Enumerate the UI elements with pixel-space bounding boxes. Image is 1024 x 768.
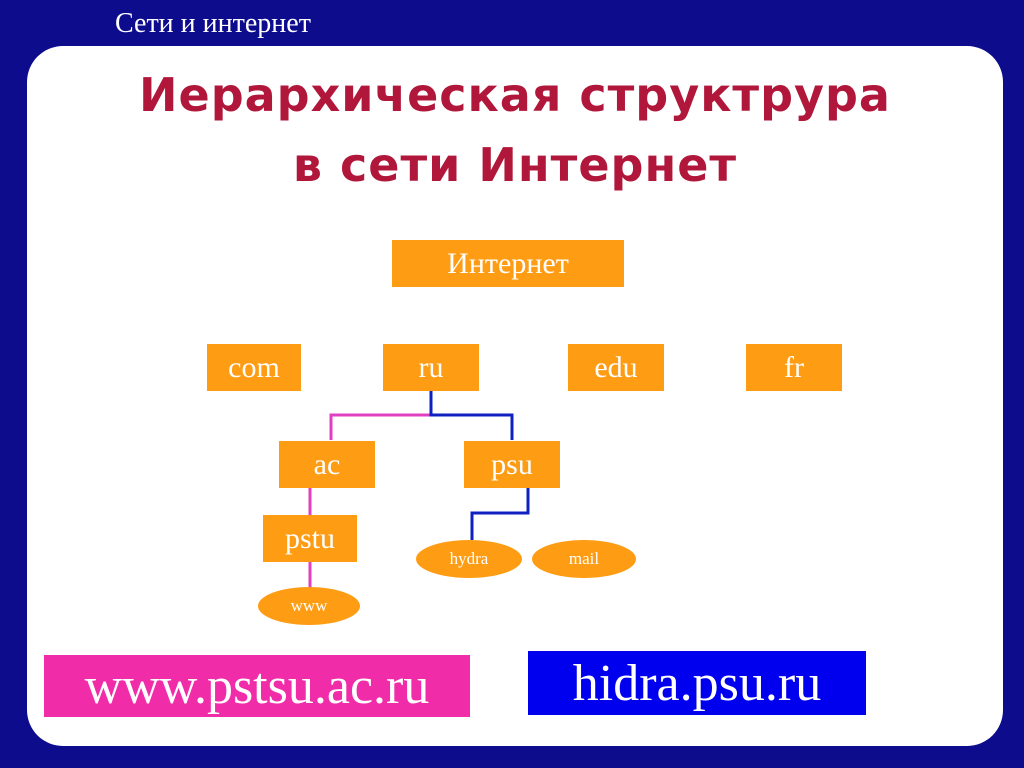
node-ru: ru (383, 344, 479, 391)
node-edu: edu (568, 344, 664, 391)
node-internet: Интернет (392, 240, 624, 287)
node-psu: psu (464, 441, 560, 488)
connector-ru-ac (329, 413, 431, 440)
host-mail: mail (532, 540, 636, 578)
slide-panel (27, 46, 1003, 746)
host-hydra: hydra (416, 540, 522, 578)
example-address-right: hidra.psu.ru (528, 651, 866, 715)
slide-title: Иерархическая структрура в сети Интернет (27, 60, 1003, 200)
node-pstu: pstu (263, 515, 357, 562)
slide-title-line-2: в сети Интернет (292, 138, 738, 192)
example-address-left: www.pstsu.ac.ru (44, 655, 470, 717)
host-www: www (258, 587, 360, 625)
section-caption: Сети и интернет (115, 8, 311, 39)
node-ac: ac (279, 441, 375, 488)
connector-psu-hydra (470, 488, 530, 540)
node-fr: fr (746, 344, 842, 391)
slide-title-line-1: Иерархическая структрура (139, 68, 891, 122)
connector-ru-psu (429, 390, 514, 440)
node-com: com (207, 344, 301, 391)
